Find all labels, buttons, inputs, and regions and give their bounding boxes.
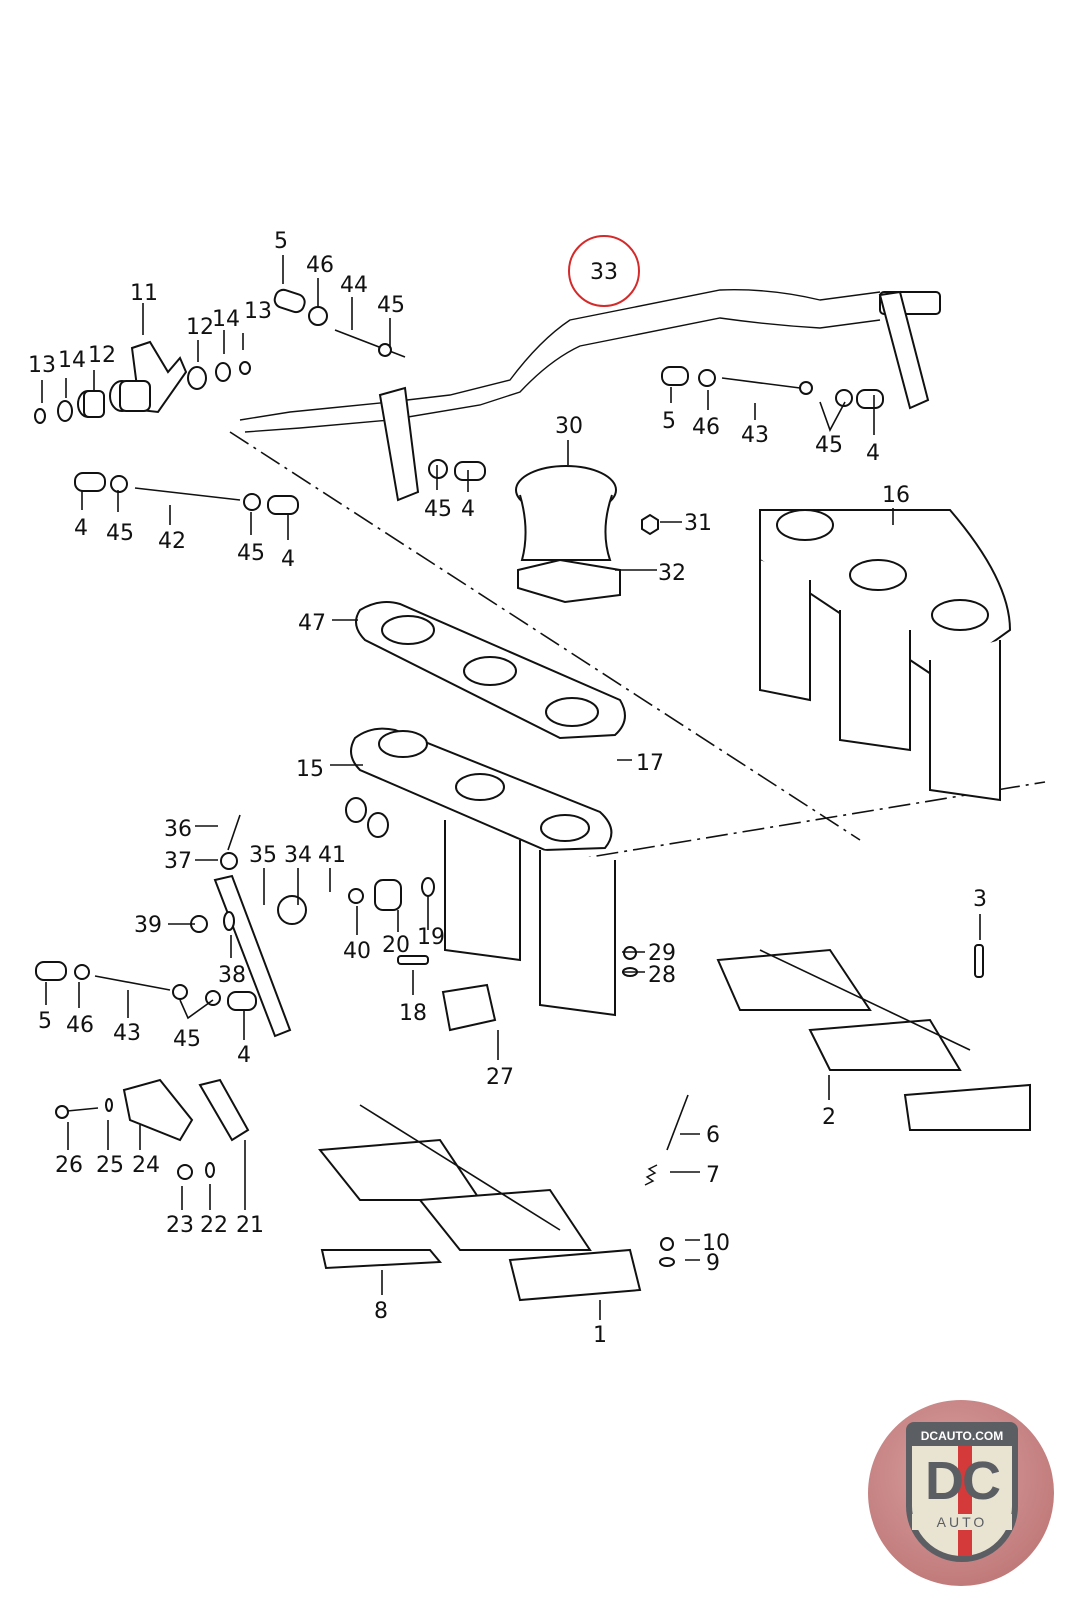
callout-33: 33 <box>590 260 618 285</box>
manifold-gasket[interactable] <box>355 601 626 740</box>
callout-7: 7 <box>706 1163 720 1188</box>
callout-45: 45 <box>237 541 265 566</box>
callout-13: 13 <box>28 353 56 378</box>
callout-30: 30 <box>555 414 583 439</box>
callout-37: 37 <box>164 849 192 874</box>
callout-14: 14 <box>58 348 86 373</box>
callout-11: 11 <box>130 281 158 306</box>
callout-4: 4 <box>237 1043 251 1068</box>
callout-12: 12 <box>186 315 214 340</box>
callout-3: 3 <box>973 887 987 912</box>
callout-28: 28 <box>648 963 676 988</box>
callout-10: 10 <box>702 1231 730 1256</box>
callout-47: 47 <box>298 611 326 636</box>
callout-2: 2 <box>822 1105 836 1130</box>
callout-4: 4 <box>866 441 880 466</box>
lever-assembly[interactable] <box>34 340 251 424</box>
callout-21: 21 <box>236 1213 264 1238</box>
logo-url-text: DCAUTO.COM <box>912 1426 1012 1446</box>
callout-18: 18 <box>399 1001 427 1026</box>
callout-45: 45 <box>424 497 452 522</box>
callout-25: 25 <box>96 1153 124 1178</box>
callout-23: 23 <box>166 1213 194 1238</box>
callout-34: 34 <box>284 843 312 868</box>
callout-43: 43 <box>741 423 769 448</box>
callout-8: 8 <box>374 1299 388 1324</box>
callout-5: 5 <box>274 229 288 254</box>
callout-14: 14 <box>212 307 240 332</box>
callout-24: 24 <box>132 1153 160 1178</box>
callout-26: 26 <box>55 1153 83 1178</box>
callout-36: 36 <box>164 817 192 842</box>
callout-20: 20 <box>382 933 410 958</box>
callout-12: 12 <box>88 343 116 368</box>
callout-39: 39 <box>134 913 162 938</box>
carburetor-set-rear[interactable] <box>716 948 1031 1131</box>
callout-5: 5 <box>38 1009 52 1034</box>
velocity-stack[interactable] <box>515 465 659 604</box>
callout-4: 4 <box>281 547 295 572</box>
callout-38: 38 <box>218 963 246 988</box>
logo-subtext: AUTO <box>912 1514 1012 1530</box>
callout-42: 42 <box>158 529 186 554</box>
callout-45: 45 <box>106 521 134 546</box>
callout-29: 29 <box>648 941 676 966</box>
callout-46: 46 <box>66 1013 94 1038</box>
callout-32: 32 <box>658 561 686 586</box>
callout-9: 9 <box>706 1251 720 1276</box>
callout-43: 43 <box>113 1021 141 1046</box>
callout-40: 40 <box>343 939 371 964</box>
callout-35: 35 <box>249 843 277 868</box>
leader-lines <box>41 255 981 1320</box>
callout-31: 31 <box>684 511 712 536</box>
callout-44: 44 <box>340 273 368 298</box>
dcauto-logo: DCAUTO.COM DC AUTO <box>868 1400 1054 1586</box>
callout-41: 41 <box>318 843 346 868</box>
callout-4: 4 <box>461 497 475 522</box>
callout-46: 46 <box>306 253 334 278</box>
intake-manifold-right[interactable] <box>759 509 1012 802</box>
callout-27: 27 <box>486 1065 514 1090</box>
intake-manifold-left[interactable] <box>345 727 616 1017</box>
connecting-rods[interactable] <box>35 288 884 1011</box>
carb-hardware[interactable] <box>622 944 984 1267</box>
callout-45: 45 <box>173 1027 201 1052</box>
callout-13: 13 <box>244 299 272 324</box>
highlight-circle <box>568 235 640 307</box>
callout-4: 4 <box>74 516 88 541</box>
callout-labels: 5 46 44 45 11 12 14 13 13 14 12 33 5 46 … <box>28 229 987 1348</box>
linkage-hardware[interactable] <box>55 814 497 1180</box>
throttle-shaft[interactable] <box>239 289 941 502</box>
callout-1: 1 <box>593 1323 607 1348</box>
callout-6: 6 <box>706 1123 720 1148</box>
callout-5: 5 <box>662 409 676 434</box>
callout-46: 46 <box>692 415 720 440</box>
callout-19: 19 <box>417 925 445 950</box>
logo-shield: DCAUTO.COM DC AUTO <box>906 1422 1018 1562</box>
carburetor-set-front[interactable] <box>318 1104 642 1302</box>
callout-17: 17 <box>636 751 664 776</box>
callout-45: 45 <box>815 433 843 458</box>
callout-22: 22 <box>200 1213 228 1238</box>
logo-mark: DC <box>925 1451 1001 1511</box>
callout-16: 16 <box>882 483 910 508</box>
callout-45: 45 <box>377 293 405 318</box>
callout-15: 15 <box>296 757 324 782</box>
